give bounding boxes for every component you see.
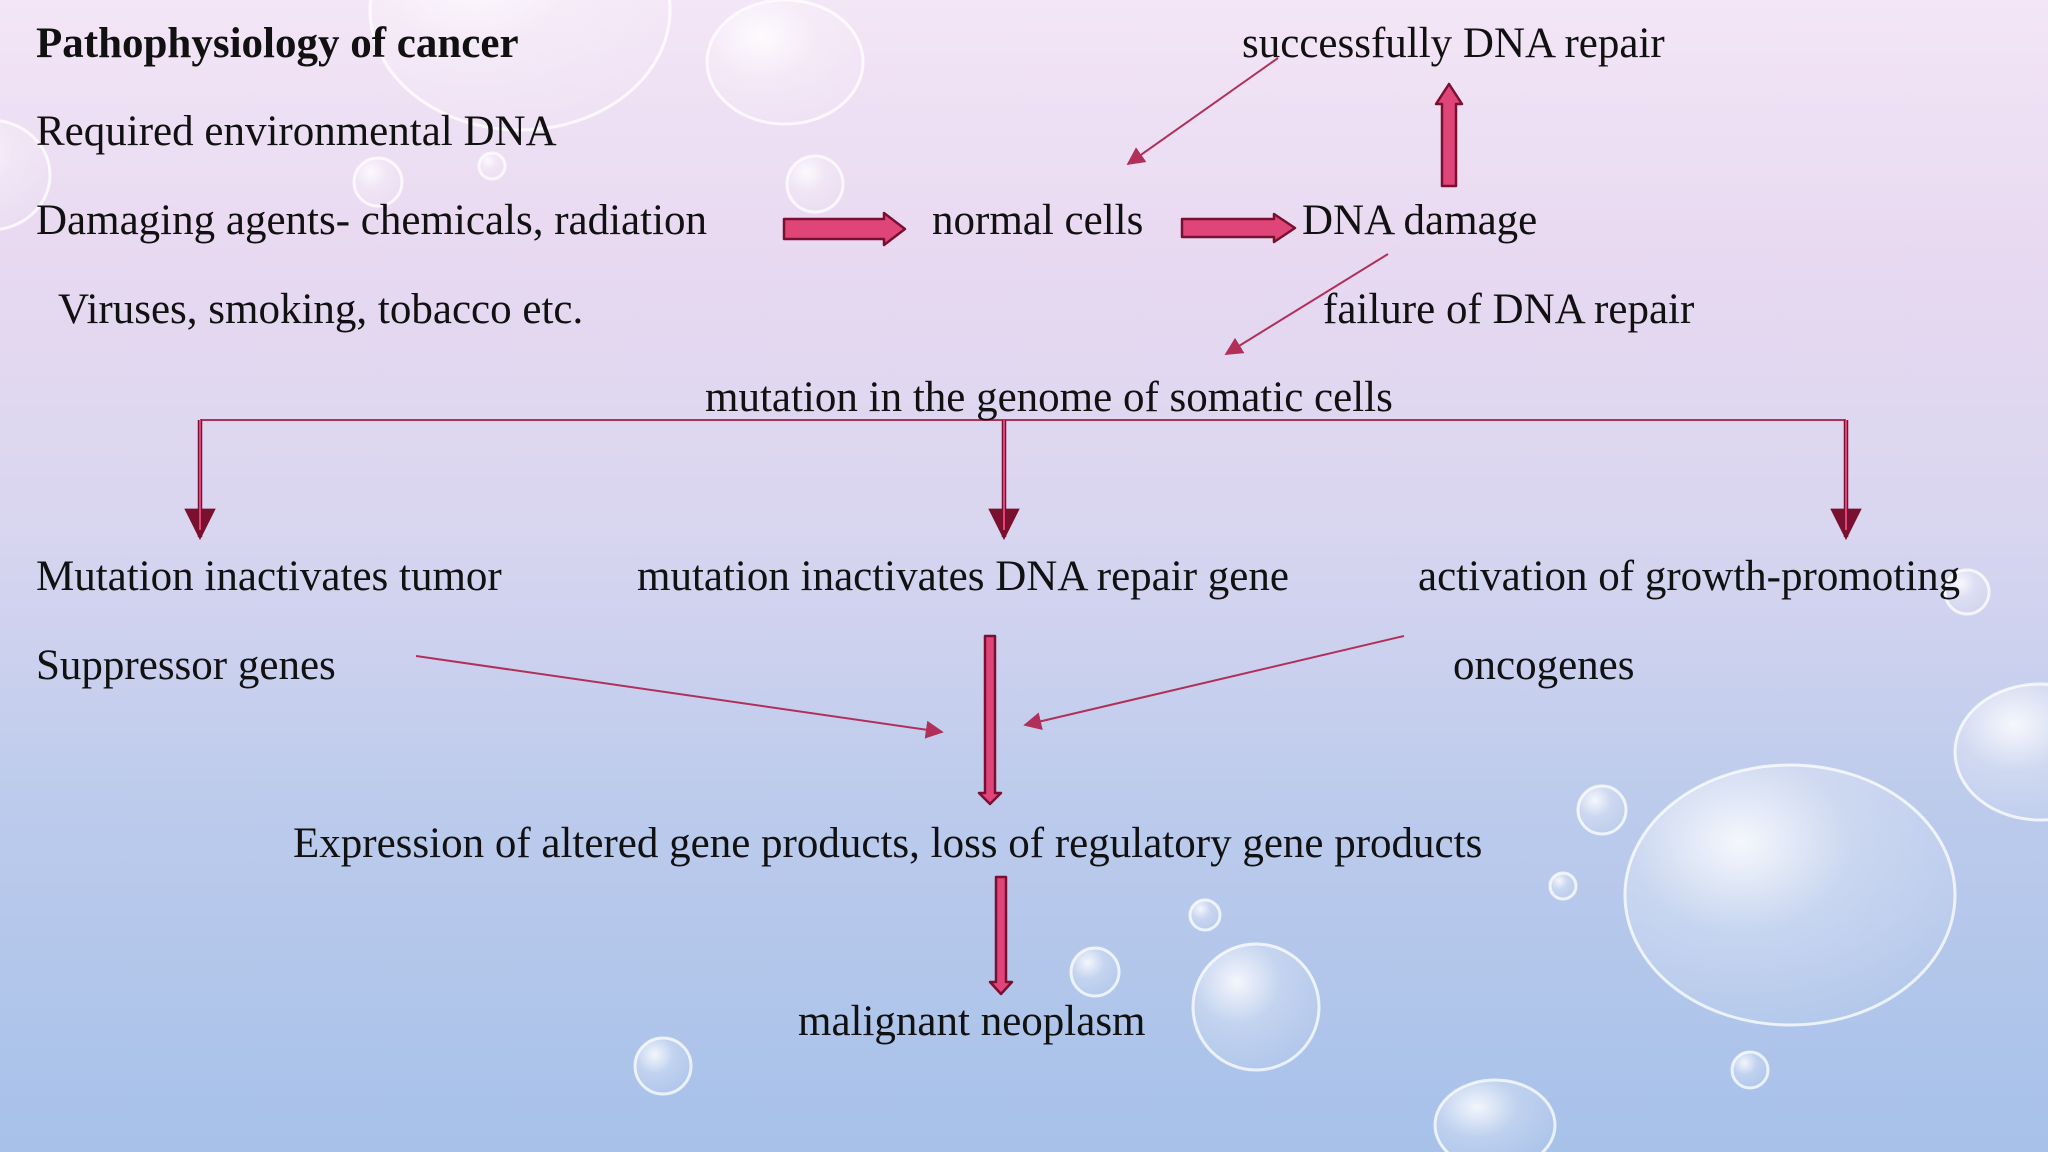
arrow-failure-to-mutation bbox=[1224, 253, 1389, 355]
cause-line-2: Damaging agents- chemicals, radiation bbox=[36, 197, 708, 244]
arrow-repair-back-to-normal-cells bbox=[1126, 57, 1279, 166]
arrow-repair-gene-to-expression bbox=[977, 634, 1003, 806]
drop bbox=[1730, 1050, 1770, 1090]
drop bbox=[1953, 682, 2048, 822]
dna-damage-label: DNA damage bbox=[1302, 197, 1538, 244]
neoplasm-label: malignant neoplasm bbox=[798, 998, 1146, 1045]
growth-promoting-line-2: oncogenes bbox=[1453, 642, 1635, 689]
drop bbox=[1943, 568, 1991, 616]
drop bbox=[633, 1036, 693, 1096]
drop bbox=[1576, 784, 1628, 836]
drop bbox=[0, 119, 52, 231]
arrow-suppressor-to-expression bbox=[415, 655, 944, 739]
successful-repair-label: successfully DNA repair bbox=[1242, 20, 1665, 67]
expression-label: Expression of altered gene products, los… bbox=[293, 820, 1483, 867]
tumor-suppressor-line-2: Suppressor genes bbox=[36, 642, 336, 689]
drop bbox=[785, 154, 845, 214]
drop bbox=[1623, 763, 1957, 1027]
drop bbox=[1188, 898, 1222, 932]
cause-line-1: Required environmental DNA bbox=[36, 108, 557, 155]
arrow-up-to-successful-repair bbox=[1434, 82, 1464, 188]
drop bbox=[1069, 946, 1121, 998]
arrow-normal-cells-to-dna-damage bbox=[1180, 212, 1297, 244]
drop bbox=[1433, 1078, 1557, 1152]
drop bbox=[1548, 871, 1578, 901]
drop bbox=[705, 0, 865, 126]
arrow-oncogenes-to-expression bbox=[1023, 635, 1405, 731]
drop bbox=[1191, 942, 1321, 1072]
normal-cells-label: normal cells bbox=[932, 197, 1144, 244]
growth-promoting-line-1: activation of growth-promoting bbox=[1418, 553, 1961, 600]
drop bbox=[368, 0, 672, 132]
drop bbox=[352, 156, 404, 208]
failed-repair-label: failure of DNA repair bbox=[1323, 286, 1695, 333]
drop bbox=[477, 151, 507, 181]
cause-line-3: Viruses, smoking, tobacco etc. bbox=[58, 286, 584, 333]
slide-title: Pathophysiology of cancer bbox=[36, 20, 519, 67]
tumor-suppressor-line-1: Mutation inactivates tumor bbox=[36, 553, 502, 600]
dna-repair-gene-label: mutation inactivates DNA repair gene bbox=[637, 553, 1289, 600]
mutation-genome-label: mutation in the genome of somatic cells bbox=[705, 374, 1393, 421]
arrow-expression-to-neoplasm bbox=[988, 875, 1014, 996]
arrow-agents-to-normal-cells bbox=[782, 211, 907, 247]
